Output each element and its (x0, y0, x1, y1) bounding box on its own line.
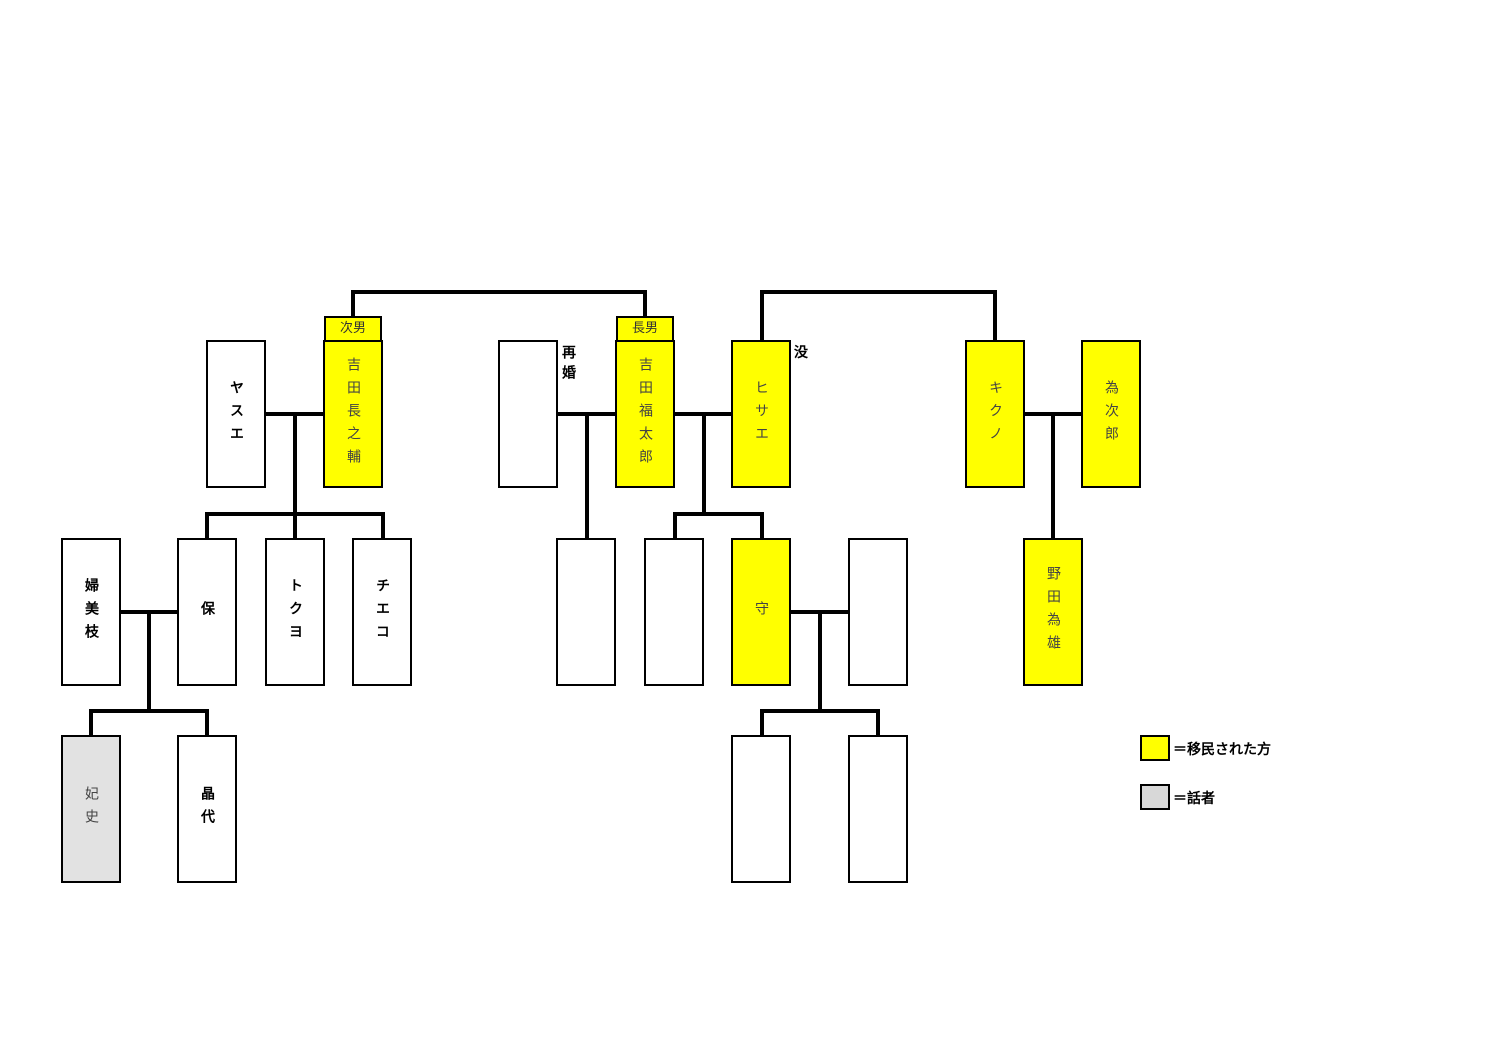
person-name: ヤスエ (228, 379, 244, 449)
person-hisae: ヒサエ (731, 340, 791, 488)
jinan-tag: 次男 (324, 316, 382, 342)
remarriage-note: 再婚 (560, 345, 576, 385)
person-name: 保 (199, 600, 215, 624)
person-yoshida-fukutaro: 吉田福太郎 (615, 340, 675, 488)
person-blank-child-1 (556, 538, 616, 686)
person-name: キクノ (987, 379, 1003, 449)
person-name: ヒサエ (753, 379, 769, 449)
person-name: 妃史 (83, 786, 99, 832)
person-name: トクヨ (287, 577, 303, 647)
legend-emigrated-label: ＝移民された方 (1173, 742, 1271, 758)
legend-emigrated-swatch (1140, 735, 1170, 761)
person-tamejiro: 為次郎 (1081, 340, 1141, 488)
person-name: 守 (753, 600, 769, 624)
legend-narrator-label: ＝話者 (1173, 791, 1215, 807)
person-tokuyo: トクヨ (265, 538, 325, 686)
person-chieko: チエコ (352, 538, 412, 686)
legend-narrator-swatch (1140, 784, 1170, 810)
person-name: 吉田福太郎 (637, 356, 653, 472)
person-kikuno: キクノ (965, 340, 1025, 488)
deceased-note: 没 (794, 345, 808, 361)
person-noda-tameo: 野田為雄 (1023, 538, 1083, 686)
person-yoshida-chonosuke: 吉田長之輔 (323, 340, 383, 488)
chonan-tag: 長男 (616, 316, 674, 342)
person-mamoru-spouse-blank (848, 538, 908, 686)
person-blank-grandchild-2 (848, 735, 908, 883)
person-name: 晶代 (199, 786, 215, 832)
person-fumie: 婦美枝 (61, 538, 121, 686)
person-name: 婦美枝 (83, 577, 99, 647)
person-tamotsu: 保 (177, 538, 237, 686)
person-yasue: ヤスエ (206, 340, 266, 488)
person-akiyo: 晶代 (177, 735, 237, 883)
person-name: 吉田長之輔 (345, 356, 361, 472)
person-blank-grandchild-1 (731, 735, 791, 883)
person-name: 為次郎 (1103, 379, 1119, 449)
person-mamoru: 守 (731, 538, 791, 686)
person-blank-child-2 (644, 538, 704, 686)
person-first-wife-blank (498, 340, 558, 488)
person-name: 野田為雄 (1045, 566, 1061, 658)
person-hifumi: 妃史 (61, 735, 121, 883)
person-name: チエコ (374, 577, 390, 647)
